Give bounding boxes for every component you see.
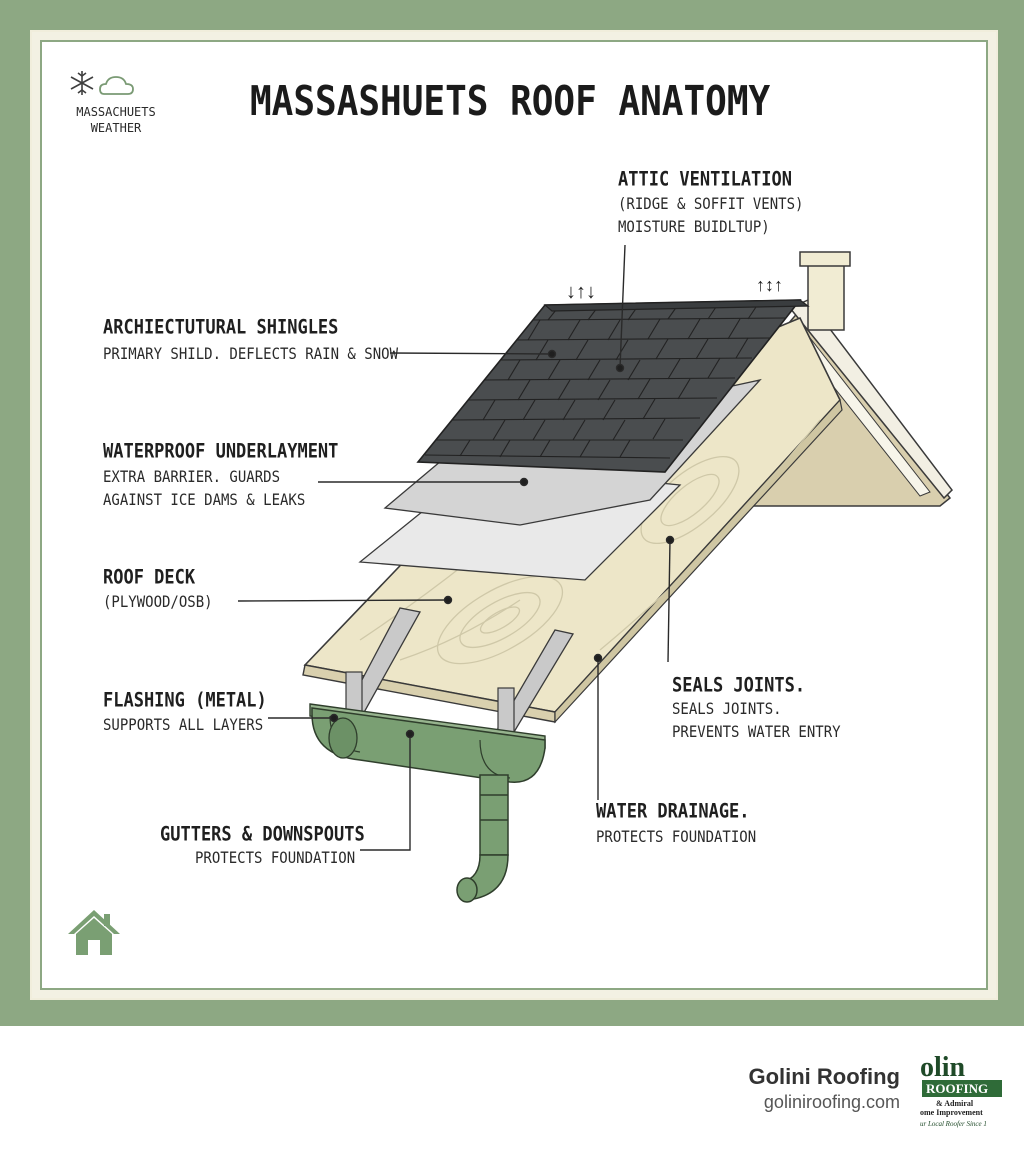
logo-line1: & Admiral (936, 1099, 974, 1108)
weather-icons (70, 71, 134, 95)
seals-leader (667, 539, 671, 663)
snowflake-icon (70, 71, 94, 95)
seals-line2: PREVENTS WATER ENTRY (672, 723, 841, 742)
flashing-line1: SUPPORTS ALL LAYERS (103, 716, 264, 735)
underlayment-line2: AGAINST ICE DAMS & LEAKS (103, 491, 306, 510)
deck-leader (237, 599, 449, 602)
brand-url[interactable]: goliniroofing.com (763, 1092, 900, 1112)
logo-plate (922, 1080, 1002, 1097)
chimney-vent-arrows: ↑↕↑ (756, 275, 783, 295)
logo-line3: ur Local Roofer Since 1 (920, 1120, 987, 1128)
shingles (416, 299, 810, 473)
chimney-cap (799, 251, 851, 267)
weather-label: MASSACHUETS WEATHER (76, 105, 156, 135)
attic-line2: MOISTURE BUIDLTUP) (618, 218, 770, 237)
roof-illustration: ↓↑↓ ↑↕↑ (68, 244, 953, 955)
logo-plate-text: ROOFING (926, 1081, 988, 1096)
drainage-line1: PROTECTS FOUNDATION (596, 828, 757, 847)
shingles-line1: PRIMARY SHILD. DEFLECTS RAIN & SNOW (103, 345, 399, 364)
flashing-heading: FLASHING (METAL) (103, 689, 267, 712)
chimney (807, 263, 845, 331)
attic-line1: (RIDGE & SOFFIT VENTS) (618, 195, 804, 214)
gutters-heading: GUTTERS & DOWNSPOUTS (160, 823, 365, 846)
shingles-leader (389, 352, 553, 355)
seals-line1: SEALS JOINTS. (672, 700, 782, 719)
brand-logo: olin ROOFING & Admiral ome Improvement u… (920, 1052, 1002, 1128)
ridge-vent-arrows: ↓↑↓ (566, 281, 596, 303)
gutter (309, 703, 546, 783)
logo-line2: ome Improvement (920, 1108, 983, 1117)
shingles-heading: ARCHIECTUTURAL SHINGLES (103, 316, 339, 339)
logo-word: olin (920, 1052, 966, 1083)
attic-leader (619, 244, 626, 369)
deck-heading: ROOF DECK (103, 566, 196, 589)
attic-heading: ATTIC VENTILATION (618, 168, 792, 191)
gutters-leader (360, 734, 411, 851)
brand-block: Golini Roofing goliniroofing.com (700, 1064, 900, 1113)
home-icon (68, 910, 120, 955)
seals-heading: SEALS JOINTS. (672, 674, 806, 697)
drainage-heading: WATER DRAINAGE. (596, 800, 750, 823)
underlayment-line1: EXTRA BARRIER. GUARDS (103, 468, 281, 487)
gutters-line1: PROTECTS FOUNDATION (195, 849, 356, 868)
underlayment-heading: WATERPROOF UNDERLAYMENT (103, 440, 339, 463)
brand-name: Golini Roofing (748, 1064, 900, 1089)
page-title: MASSASHUETS ROOF ANATOMY (250, 78, 771, 126)
deck-line1: (PLYWOOD/OSB) (103, 593, 213, 612)
downspout (456, 774, 509, 903)
cloud-icon (99, 76, 134, 95)
